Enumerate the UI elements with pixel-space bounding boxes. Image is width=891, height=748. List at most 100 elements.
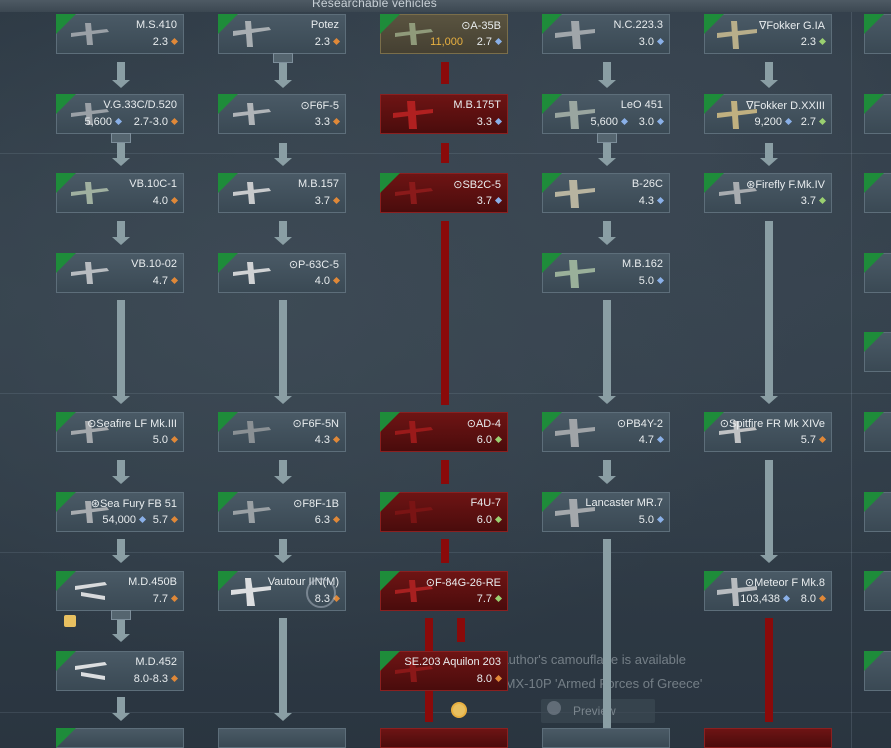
vehicle-card-partial[interactable] — [864, 571, 891, 611]
vehicle-card-nc223[interactable]: N.C.223.3 3.0 — [542, 14, 670, 54]
header-title: Researchable vehicles — [312, 0, 437, 10]
plane-icon — [395, 421, 433, 443]
vehicle-card-fokker-g1a[interactable]: ∇Fokker G.IA 2.3 — [704, 14, 832, 54]
preview-button[interactable]: Preview — [541, 699, 655, 723]
group-indicator[interactable] — [597, 133, 617, 143]
research-line — [441, 539, 449, 563]
vehicle-card-partial[interactable] — [864, 253, 891, 293]
vehicle-card-f84g[interactable]: ⊙F-84G-26-RE 7.7 — [380, 571, 508, 611]
column-separator — [851, 0, 852, 748]
research-line — [441, 62, 449, 84]
vehicle-card-partial[interactable] — [864, 412, 891, 452]
rank-badge — [218, 173, 238, 193]
vehicle-card-firefly[interactable]: ⊛Firefly F.Mk.IV 3.7 — [704, 173, 832, 213]
battle-rating: 5.0 — [639, 514, 665, 526]
connector-arrow — [112, 476, 130, 484]
rank-badge — [218, 492, 238, 512]
vehicle-name: VB.10C-1 — [129, 178, 177, 190]
rank-badge — [380, 14, 400, 34]
loading-ring-icon — [306, 578, 336, 608]
vehicle-card-mb157[interactable]: M.B.157 3.7 — [218, 173, 346, 213]
vehicle-card-vb1002[interactable]: VB.10-02 4.7 — [56, 253, 184, 293]
rank-badge — [218, 14, 238, 34]
vehicle-card-pb4y2[interactable]: ⊙PB4Y-2 4.7 — [542, 412, 670, 452]
vehicle-name: VB.10-02 — [131, 258, 177, 270]
rank-badge — [218, 412, 238, 432]
vehicle-card-p63c5[interactable]: ⊙P-63C-5 4.0 — [218, 253, 346, 293]
rank-badge — [218, 571, 238, 591]
battle-rating: 7.7 — [153, 593, 179, 605]
vehicle-card-vg33[interactable]: V.G.33C/D.520 5,600 2.7-3.0 — [56, 94, 184, 134]
vehicle-card-ms410[interactable]: M.S.410 2.3 — [56, 14, 184, 54]
plane-icon — [393, 101, 433, 129]
battle-rating: 8.0 — [801, 593, 827, 605]
vehicle-name: ⊙SB2C-5 — [453, 179, 501, 191]
vehicle-card-partial[interactable] — [864, 14, 891, 54]
group-indicator[interactable] — [273, 53, 293, 63]
vehicle-card-potez[interactable]: Potez 2.3 — [218, 14, 346, 54]
group-indicator[interactable] — [111, 133, 131, 143]
vehicle-card-fokker-dxxiii[interactable]: ∇Fokker D.XXIII 9,200 2.7 — [704, 94, 832, 134]
alarm-clock-icon[interactable] — [451, 702, 467, 718]
vehicle-card-partial[interactable] — [56, 728, 184, 748]
battle-rating: 5.0 — [153, 434, 179, 446]
vehicle-card-ad4[interactable]: ⊙AD-4 6.0 — [380, 412, 508, 452]
vehicle-card-partial[interactable] — [218, 728, 346, 748]
vehicle-card-leo451[interactable]: LeO 451 5,600 3.0 — [542, 94, 670, 134]
rank-badge — [542, 412, 562, 432]
battle-rating: 3.7 — [315, 195, 341, 207]
vehicle-card-md450b[interactable]: M.D.450B 7.7 — [56, 571, 184, 611]
connector-arrow — [760, 80, 778, 88]
connector-line — [117, 618, 125, 634]
rank-badge — [56, 412, 76, 432]
plane-icon — [555, 101, 595, 129]
connector-line — [603, 62, 611, 80]
rank-badge — [56, 651, 76, 671]
plane-icon — [233, 262, 271, 284]
vehicle-card-f6f5n[interactable]: ⊙F6F-5N 4.3 — [218, 412, 346, 452]
connector-line — [279, 221, 287, 237]
vehicle-card-partial[interactable] — [864, 332, 891, 372]
vehicle-card-seafire[interactable]: ⊙Seafire LF Mk.III 5.0 — [56, 412, 184, 452]
connector-line — [603, 221, 611, 237]
plane-icon — [717, 578, 757, 606]
battle-rating: 7.7 — [477, 593, 503, 605]
vehicle-card-partial[interactable] — [864, 492, 891, 532]
vehicle-card-f6f5[interactable]: ⊙F6F-5 3.3 — [218, 94, 346, 134]
rank-badge — [704, 173, 724, 193]
battle-rating: 4.3 — [315, 434, 341, 446]
vehicle-card-seafury[interactable]: ⊛Sea Fury FB 51 54,000 5.7 — [56, 492, 184, 532]
group-indicator[interactable] — [111, 610, 131, 620]
connector-line — [765, 221, 773, 396]
vehicle-card-se203[interactable]: SE.203 Aquilon 203 8.0 — [380, 651, 508, 691]
vehicle-card-a35b[interactable]: ⊙A-35B 11,000 2.7 — [380, 14, 508, 54]
vehicle-card-spitfire[interactable]: ⊙Spitfire FR Mk XIVe 5.7 — [704, 412, 832, 452]
battle-rating: 3.7 — [801, 195, 827, 207]
vehicle-card-partial[interactable] — [380, 728, 508, 748]
vehicle-name: ⊙F8F-1B — [293, 498, 339, 510]
vehicle-card-f4u7[interactable]: F4U-7 6.0 — [380, 492, 508, 532]
vehicle-card-partial[interactable] — [542, 728, 670, 748]
connector-line — [765, 62, 773, 80]
vehicle-name: F4U-7 — [470, 497, 501, 509]
vehicle-card-partial[interactable] — [864, 651, 891, 691]
vehicle-card-lancaster[interactable]: Lancaster MR.7 5.0 — [542, 492, 670, 532]
battle-rating: 6.0 — [477, 514, 503, 526]
vehicle-name: M.D.450B — [128, 576, 177, 588]
vehicle-card-partial[interactable] — [704, 728, 832, 748]
vehicle-card-partial[interactable] — [864, 173, 891, 213]
vehicle-card-mb162[interactable]: M.B.162 5.0 — [542, 253, 670, 293]
vehicle-card-vb10c1[interactable]: VB.10C-1 4.0 — [56, 173, 184, 213]
vehicle-card-md452[interactable]: M.D.452 8.0-8.3 — [56, 651, 184, 691]
vehicle-card-b26c[interactable]: B-26C 4.3 — [542, 173, 670, 213]
vehicle-card-partial[interactable] — [864, 94, 891, 134]
vehicle-card-mb175t[interactable]: M.B.175T 3.3 — [380, 94, 508, 134]
vehicle-card-meteor[interactable]: ⊙Meteor F Mk.8 103,438 8.0 — [704, 571, 832, 611]
rank-badge — [56, 253, 76, 273]
vehicle-name: ∇Fokker G.IA — [758, 20, 825, 32]
vehicle-card-sb2c5[interactable]: ⊙SB2C-5 3.7 — [380, 173, 508, 213]
plane-icon — [555, 180, 595, 208]
lock-icon — [64, 615, 76, 627]
vehicle-card-f8f1b[interactable]: ⊙F8F-1B 6.3 — [218, 492, 346, 532]
vehicle-name: ⊙F6F-5N — [292, 418, 340, 430]
